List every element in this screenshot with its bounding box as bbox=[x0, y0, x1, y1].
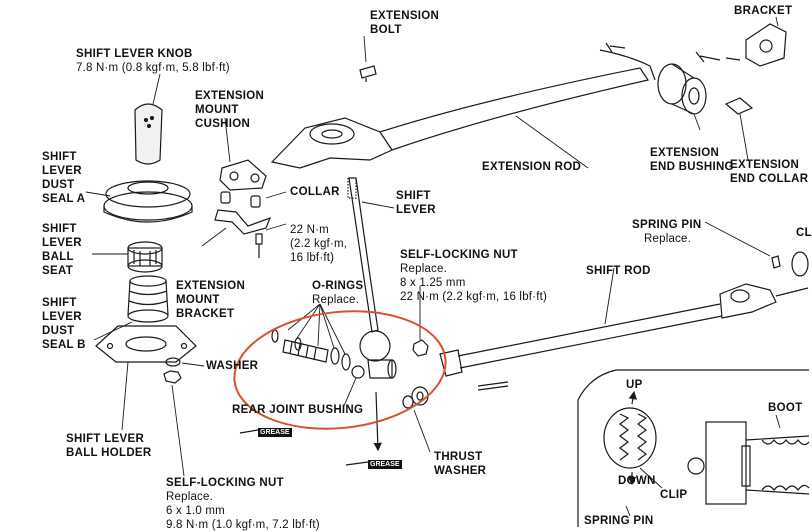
self-locking-nut-part bbox=[412, 339, 429, 357]
highlight-circle bbox=[233, 310, 447, 430]
label-knob-torque: 7.8 N·m (0.8 kgf·m, 5.8 lbf·ft) bbox=[76, 62, 230, 74]
label-self-locking-nut-bottom: SELF-LOCKING NUT bbox=[166, 477, 284, 489]
label-clip: CLIP bbox=[660, 489, 688, 501]
mount-cushion-part bbox=[214, 159, 272, 258]
dust-seal-b-part bbox=[127, 275, 169, 323]
nut-part bbox=[163, 370, 182, 384]
label-shift-lever: SHIFT LEVER bbox=[396, 190, 436, 216]
label-shift-rod: SHIFT ROD bbox=[586, 265, 651, 277]
extension-bolt-part bbox=[359, 65, 377, 82]
label-extension-end-collar: EXTENSION END COLLAR bbox=[730, 159, 809, 185]
washer-part bbox=[165, 357, 181, 367]
label-extension-mount-cushion: EXTENSION MOUNT CUSHION bbox=[195, 90, 265, 130]
label-nut-bottom-note: Replace. 6 x 1.0 mm 9.8 N·m (1.0 kgf·m, … bbox=[166, 491, 320, 531]
bracket-part bbox=[605, 23, 787, 67]
label-extension-end-bushing: EXTENSION END BUSHING bbox=[650, 147, 734, 173]
shift-lever-part bbox=[347, 177, 397, 452]
label-bracket: BRACKET bbox=[734, 5, 793, 17]
end-collar-part bbox=[724, 97, 754, 115]
o-rings-part bbox=[271, 329, 429, 409]
label-thrust-washer: THRUST WASHER bbox=[434, 451, 487, 477]
grease-brush-lines bbox=[239, 429, 369, 466]
leader-lines bbox=[85, 16, 781, 517]
inset-detail bbox=[577, 369, 810, 527]
label-dust-seal-a: SHIFT LEVER DUST SEAL A bbox=[42, 151, 86, 205]
label-spring-pin-top-note: Replace. bbox=[644, 233, 691, 245]
label-o-rings-note: Replace. bbox=[312, 294, 359, 306]
label-spring-pin-bottom: SPRING PIN bbox=[584, 515, 654, 527]
label-boot: BOOT bbox=[768, 402, 803, 414]
label-down: DOWN bbox=[618, 475, 656, 487]
label-ball-seat: SHIFT LEVER BALL SEAT bbox=[42, 223, 82, 277]
label-washer: WASHER bbox=[206, 360, 259, 372]
label-cl-cut: CL bbox=[796, 227, 812, 239]
label-up: UP bbox=[626, 379, 643, 391]
label-shift-lever-knob: SHIFT LEVER KNOB bbox=[76, 48, 193, 60]
label-self-locking-nut-right: SELF-LOCKING NUT bbox=[400, 249, 518, 261]
ball-holder-part bbox=[95, 325, 197, 363]
label-grease-2: GREASE bbox=[368, 460, 402, 469]
shift-lever-knob-part bbox=[134, 103, 163, 165]
ball-seat-part bbox=[127, 241, 163, 273]
label-o-rings: O-RINGS bbox=[312, 280, 364, 292]
extension-rod-part bbox=[270, 49, 656, 169]
label-extension-rod: EXTENSION ROD bbox=[482, 161, 582, 173]
dust-seal-a-part bbox=[103, 180, 193, 223]
shift-rod-part bbox=[439, 251, 809, 391]
label-spring-pin-top: SPRING PIN bbox=[632, 219, 702, 231]
end-bushing-part bbox=[657, 63, 707, 115]
label-ball-holder: SHIFT LEVER BALL HOLDER bbox=[66, 433, 152, 459]
label-extension-mount-bracket: EXTENSION MOUNT BRACKET bbox=[176, 280, 246, 320]
label-dust-seal-b: SHIFT LEVER DUST SEAL B bbox=[42, 297, 86, 351]
label-extension-bolt: EXTENSION BOLT bbox=[370, 10, 440, 36]
label-collar: COLLAR bbox=[290, 186, 340, 198]
label-rear-joint-bushing: REAR JOINT BUSHING bbox=[232, 404, 364, 416]
label-mount-torque: 22 N·m (2.2 kgf·m, 16 lbf·ft) bbox=[290, 224, 348, 264]
label-grease-1: GREASE bbox=[258, 428, 292, 437]
label-nut-right-note: Replace. 8 x 1.25 mm 22 N·m (2.2 kgf·m, … bbox=[400, 263, 548, 303]
